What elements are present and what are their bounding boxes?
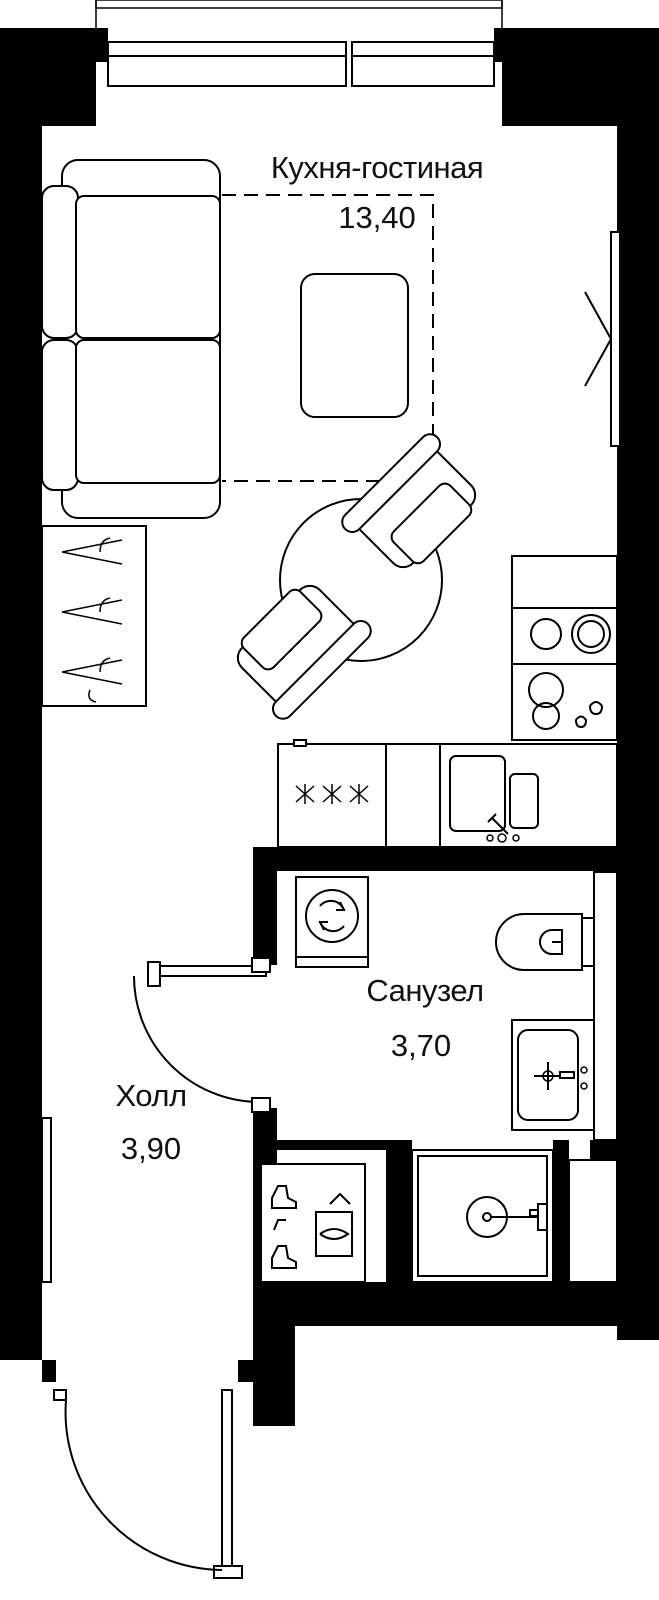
bathroom-panel <box>593 871 618 1141</box>
washing-machine-icon <box>295 876 369 968</box>
toilet-icon <box>495 913 595 971</box>
chair-icon <box>236 584 372 720</box>
sofa-icon <box>41 159 221 519</box>
chair-icon <box>341 433 477 569</box>
bathroom-walls <box>253 847 659 1290</box>
kitchen-cabinet-icon <box>511 555 618 609</box>
shoe-cabinet-icon <box>260 1163 366 1283</box>
fridge-icon <box>277 739 387 848</box>
hall-window-icon <box>41 1117 52 1283</box>
side-window-icon <box>584 231 621 447</box>
exterior-walls <box>0 28 659 1426</box>
wardrobe-hangers-icon <box>41 525 147 707</box>
shower-tray-icon <box>411 1149 554 1283</box>
rug-icon <box>222 194 434 482</box>
washbasin-icon <box>511 1019 595 1131</box>
kitchen-cabinet-icon <box>385 743 441 848</box>
kitchen-sink-icon <box>439 743 618 848</box>
entrance-door-swing-icon <box>42 1360 256 1579</box>
cooktop-icon <box>511 607 618 665</box>
coffee-table-icon <box>300 273 409 418</box>
dishwasher-icon <box>511 663 618 741</box>
window-icon <box>95 0 503 87</box>
door-swing-icon <box>133 957 271 1113</box>
bathroom-niche <box>568 1159 618 1283</box>
